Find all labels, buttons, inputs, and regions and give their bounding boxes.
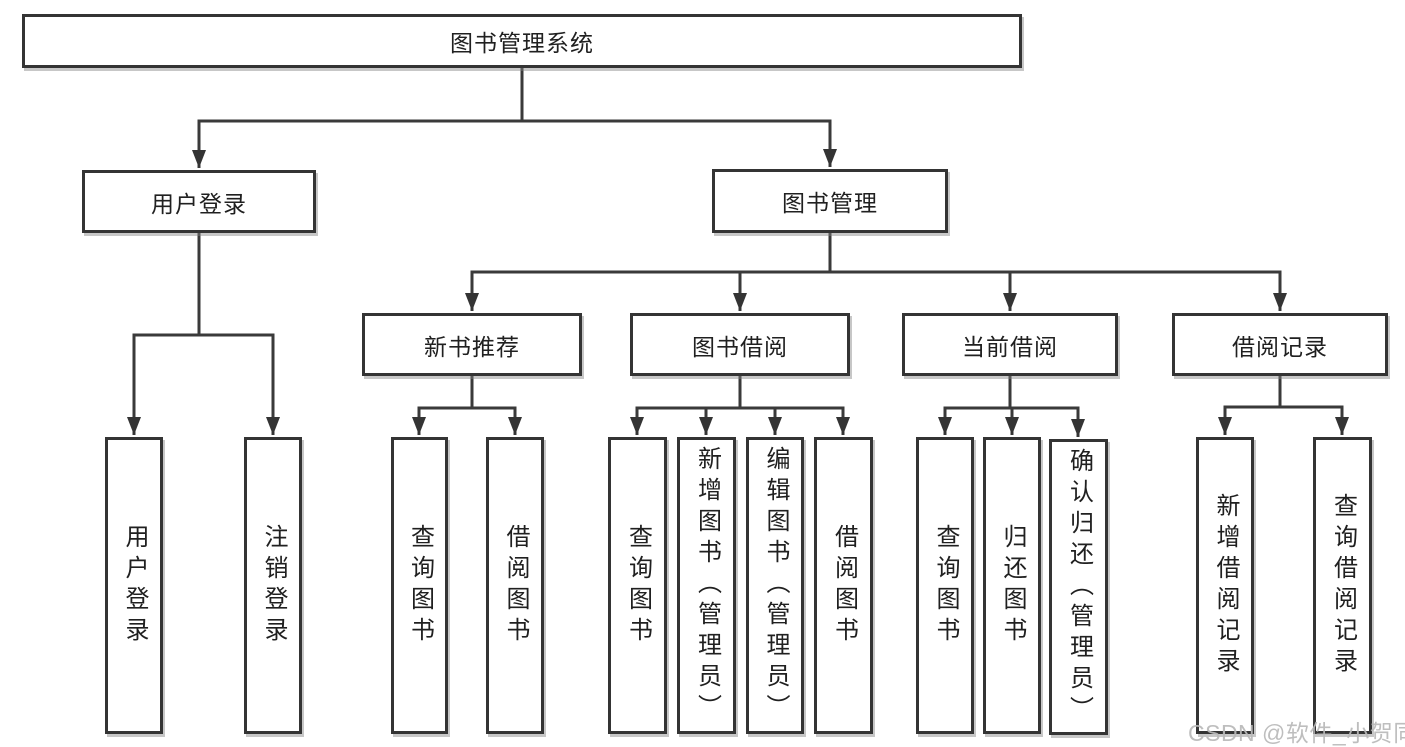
connector-current-rail [943,376,1080,410]
leaf-user-login-label: 用户登录 [121,523,148,648]
node-root: 图书管理系统 [22,14,1022,68]
leaf-newrec-borrow-book-label: 借阅图书 [502,523,529,648]
leaf-borrow-edit-book-admin-label: 编辑图书（管理员） [762,446,789,725]
leaf-newrec-borrow-book: 借阅图书 [486,437,544,734]
leaf-borrow-add-book-admin: 新增图书（管理员） [677,437,736,734]
node-borrow-records: 借阅记录 [1172,313,1388,376]
leaf-borrow-edit-book-admin: 编辑图书（管理员） [746,437,804,734]
leaf-logout: 注销登录 [244,437,302,734]
leaf-logout-label: 注销登录 [260,523,287,648]
leaf-borrow-borrow-book-label: 借阅图书 [830,523,858,648]
leaf-current-return-book: 归还图书 [983,437,1041,734]
node-book-borrow-label: 图书借阅 [692,333,788,360]
connector-bookmgmt-rail [470,233,1282,274]
leaf-borrow-borrow-book: 借阅图书 [814,437,873,734]
leaf-current-return-book-label: 归还图书 [999,523,1026,648]
leaf-current-confirm-return-admin-label: 确认归还（管理员） [1065,447,1093,727]
node-new-book-recommend: 新书推荐 [362,313,582,376]
node-current-borrow-label: 当前借阅 [962,333,1058,360]
watermark-text: CSDN @软件_小贺同学 [1188,720,1405,746]
connector-userlogin-rail [132,233,275,337]
node-borrow-records-label: 借阅记录 [1232,333,1328,360]
node-user-login: 用户登录 [82,170,316,233]
leaf-borrow-add-book-admin-label: 新增图书（管理员） [693,446,721,725]
leaf-current-confirm-return-admin: 确认归还（管理员） [1049,439,1108,735]
node-root-label: 图书管理系统 [450,30,594,56]
node-book-management-label: 图书管理 [782,190,878,216]
leaf-records-query-record: 查询借阅记录 [1313,437,1372,734]
leaf-user-login: 用户登录 [105,437,163,734]
leaf-newrec-query-book: 查询图书 [391,437,448,734]
leaf-records-query-record-label: 查询借阅记录 [1329,492,1357,679]
node-book-management: 图书管理 [712,169,948,233]
leaf-newrec-query-book-label: 查询图书 [406,523,434,648]
leaf-records-add-record-label: 新增借阅记录 [1212,492,1239,679]
leaf-borrow-query-book-label: 查询图书 [624,523,652,648]
node-user-login-label: 用户登录 [151,190,247,217]
connector-borrow-rail [635,376,845,410]
node-current-borrow: 当前借阅 [902,313,1118,376]
leaf-records-add-record: 新增借阅记录 [1196,437,1254,734]
connector-newrec-rail [417,376,517,410]
leaf-current-query-book-label: 查询图书 [932,523,959,648]
node-book-borrow: 图书借阅 [630,313,850,376]
leaf-borrow-query-book: 查询图书 [608,437,667,734]
connector-records-rail [1223,376,1344,409]
leaf-current-query-book: 查询图书 [916,437,974,734]
node-new-book-recommend-label: 新书推荐 [424,333,520,360]
connector-root-rail [197,68,832,123]
